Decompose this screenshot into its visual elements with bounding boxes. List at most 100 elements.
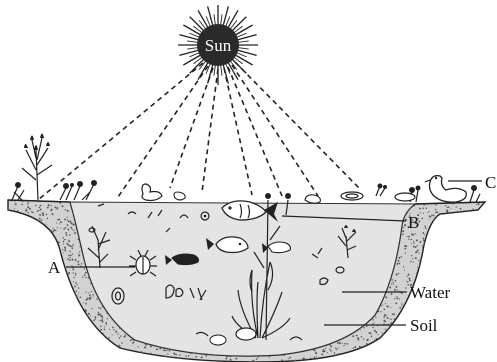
soil-dot: [417, 245, 418, 246]
soil-dot: [235, 358, 237, 360]
soil-dot: [71, 246, 73, 248]
sun-ray: [187, 41, 198, 42]
soil-dot: [102, 317, 103, 318]
soil-dot: [42, 212, 44, 214]
soil-dot: [416, 272, 417, 273]
sun-ray: [214, 14, 215, 25]
water-lily-icon: [341, 184, 415, 202]
soil-dot: [429, 211, 430, 212]
sun-ray: [221, 14, 222, 25]
soil-dot: [366, 343, 368, 345]
soil-dot: [72, 224, 74, 226]
soil-dot: [98, 312, 99, 313]
soil-dot: [100, 326, 102, 328]
soil-dot: [40, 205, 42, 207]
tree-icon: [22, 134, 52, 201]
soil-dot: [84, 309, 86, 311]
soil-dot: [39, 214, 41, 216]
soil-dot: [360, 330, 361, 331]
soil-dot: [84, 275, 85, 276]
soil-dot: [62, 237, 63, 238]
soil-dot: [85, 292, 86, 293]
soil-dot: [156, 348, 158, 350]
soil-dot: [382, 305, 383, 306]
sunlight-line: [228, 67, 282, 196]
soil-dot: [28, 202, 29, 203]
soil-dot: [96, 298, 98, 300]
soil-dot: [91, 291, 92, 292]
soil-dot: [361, 336, 363, 338]
soil-dot: [382, 333, 384, 335]
soil-dot: [64, 239, 65, 240]
soil-dot: [71, 247, 73, 249]
sunlight-line: [170, 68, 213, 188]
soil-dot: [375, 317, 376, 318]
soil-dot: [55, 230, 57, 232]
soil-dot: [402, 230, 404, 232]
soil-dot: [54, 229, 55, 230]
label-soil: Soil: [410, 316, 438, 335]
soil-dot: [47, 207, 49, 209]
soil-dot: [421, 218, 423, 220]
soil-dot: [374, 340, 376, 342]
soil-dot: [52, 228, 53, 229]
soil-dot: [85, 277, 86, 278]
soil-dot: [166, 350, 167, 351]
soil-dot: [195, 356, 197, 358]
soil-dot: [415, 257, 417, 259]
soil-dot: [130, 340, 131, 341]
soil-dot: [334, 354, 336, 356]
soil-dot: [413, 243, 414, 244]
soil-dot: [281, 359, 283, 361]
soil-dot: [435, 204, 437, 206]
soil-dot: [141, 351, 143, 353]
soil-dot: [386, 317, 388, 319]
soil-dot: [404, 248, 406, 250]
soil-dot: [447, 207, 448, 208]
soil-dot: [408, 274, 410, 276]
soil-dot: [354, 346, 356, 348]
sun-ray: [238, 41, 249, 42]
soil-dot: [95, 319, 96, 320]
soil-dot: [472, 208, 473, 209]
soil-dot: [73, 281, 74, 282]
soil-dot: [121, 342, 122, 343]
soil-dot: [109, 337, 110, 338]
soil-dot: [14, 201, 15, 202]
soil-dot: [390, 319, 391, 320]
soil-dot: [109, 329, 110, 330]
soil-dot: [101, 306, 102, 307]
soil-dot: [409, 280, 411, 282]
soil-dot: [418, 252, 419, 253]
soil-dot: [418, 260, 419, 261]
soil-dot: [478, 203, 480, 205]
soil-dot: [404, 304, 406, 306]
soil-dot: [435, 212, 437, 214]
soil-dot: [411, 261, 412, 262]
soil-dot: [69, 259, 71, 261]
shrub-icon: [12, 180, 97, 200]
soil-dot: [363, 327, 364, 328]
soil-dot: [67, 219, 68, 220]
soil-dot: [422, 232, 424, 234]
soil-dot: [353, 348, 354, 349]
soil-dot: [74, 286, 76, 288]
soil-dot: [42, 214, 44, 216]
soil-dot: [395, 302, 397, 304]
soil-dot: [40, 209, 42, 211]
soil-dot: [72, 259, 74, 261]
soil-dot: [408, 236, 410, 238]
soil-dot: [433, 215, 434, 216]
soil-dot: [336, 348, 338, 350]
soil-dot: [85, 299, 87, 301]
soil-dot: [62, 249, 63, 250]
soil-dot: [94, 316, 96, 318]
soil-dot: [205, 355, 207, 357]
soil-dot: [414, 233, 415, 234]
soil-dot: [289, 357, 291, 359]
soil-dot: [371, 335, 373, 337]
soil-dot: [104, 326, 105, 327]
soil-dot: [304, 358, 305, 359]
soil-dot: [164, 350, 166, 352]
soil-dot: [131, 339, 132, 340]
